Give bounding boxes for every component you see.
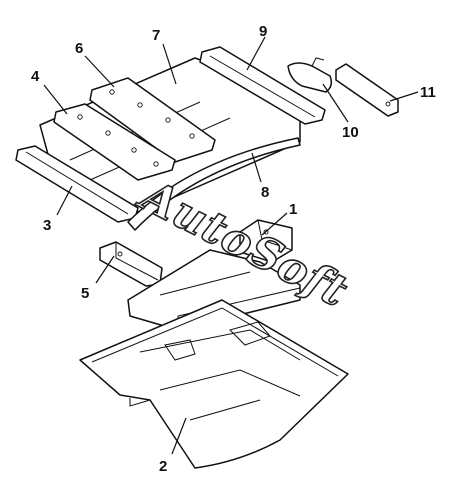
callout-7: 7	[152, 27, 160, 44]
callout-2: 2	[159, 458, 167, 475]
callout-11: 11	[420, 84, 436, 101]
callout-10: 10	[342, 124, 359, 141]
trim-panel-part-11	[335, 63, 399, 117]
floor-pan-part-2	[79, 299, 349, 469]
callout-6: 6	[75, 40, 83, 57]
callout-3: 3	[43, 217, 51, 234]
bracket-part-10	[287, 57, 333, 93]
floor-bracket-part-1	[239, 219, 293, 263]
callout-5: 5	[81, 285, 89, 302]
roof-bow-part-6	[89, 77, 216, 163]
leader-lines	[43, 36, 419, 455]
roof-bow-part-4	[53, 103, 176, 181]
callout-9: 9	[259, 23, 267, 40]
callout-1: 1	[289, 201, 297, 218]
front-roof-rail-part-9	[199, 46, 326, 125]
callout-8: 8	[261, 184, 269, 201]
callout-4: 4	[31, 68, 40, 85]
roof-side-rail-part-8	[127, 137, 301, 231]
